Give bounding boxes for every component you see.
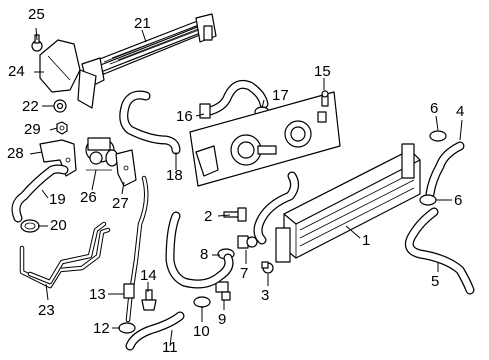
clamp-6-upper	[429, 130, 447, 142]
bolt-2	[223, 207, 247, 222]
hose-lower	[165, 211, 234, 289]
part-3	[261, 261, 274, 274]
tube-13	[123, 175, 149, 323]
clip-22	[53, 99, 67, 113]
callout-22: 22	[22, 98, 39, 115]
callout-28: 28	[7, 145, 24, 162]
hose-16	[199, 79, 269, 119]
callout-15: 15	[314, 63, 331, 80]
callout-16: 16	[176, 108, 193, 125]
callout-9: 9	[218, 311, 227, 328]
hose-18	[119, 90, 181, 155]
callout-6-upper: 6	[430, 100, 439, 117]
nut-29	[56, 121, 68, 135]
callout-24: 24	[8, 63, 25, 80]
callout-19: 19	[49, 191, 66, 208]
pump-26	[85, 137, 119, 171]
callout-6-lower: 6	[454, 192, 463, 209]
part-7	[237, 235, 258, 249]
callout-12: 12	[93, 320, 110, 337]
callout-2: 2	[204, 208, 213, 225]
leader-lines	[29, 27, 463, 347]
hose-11	[125, 311, 185, 351]
callout-20: 20	[50, 217, 67, 234]
callout-5: 5	[431, 273, 440, 290]
callout-8: 8	[200, 246, 209, 263]
radiator-part	[81, 13, 217, 89]
assembly-15-box	[189, 90, 341, 187]
clamp-20	[20, 219, 40, 233]
callout-10: 10	[193, 323, 210, 340]
callout-26: 26	[80, 189, 97, 206]
callout-29: 29	[24, 121, 41, 138]
part-9	[215, 281, 231, 301]
deflector-part	[39, 39, 97, 109]
bolt-14	[141, 289, 157, 311]
callout-11: 11	[162, 339, 178, 356]
clamp-12	[118, 322, 136, 334]
hose-5	[404, 207, 475, 295]
callout-4: 4	[456, 103, 465, 120]
callout-3: 3	[261, 287, 270, 304]
cooler-hose	[253, 171, 300, 245]
cooler-part-1	[275, 143, 421, 263]
clamp-6-lower	[419, 194, 437, 206]
clamp-10	[193, 296, 211, 308]
callout-18: 18	[166, 167, 183, 184]
bracket-27	[115, 149, 137, 187]
callout-7: 7	[240, 265, 249, 282]
tube-23	[19, 221, 111, 289]
callout-21: 21	[134, 15, 151, 32]
callout-27: 27	[112, 195, 129, 212]
callout-1: 1	[362, 232, 371, 249]
callout-14: 14	[140, 267, 157, 284]
hose-4	[425, 141, 465, 199]
callout-17: 17	[272, 87, 289, 104]
hose-19	[11, 164, 69, 223]
callout-23: 23	[38, 302, 55, 319]
callout-13: 13	[89, 286, 106, 303]
callout-25: 25	[28, 6, 45, 23]
